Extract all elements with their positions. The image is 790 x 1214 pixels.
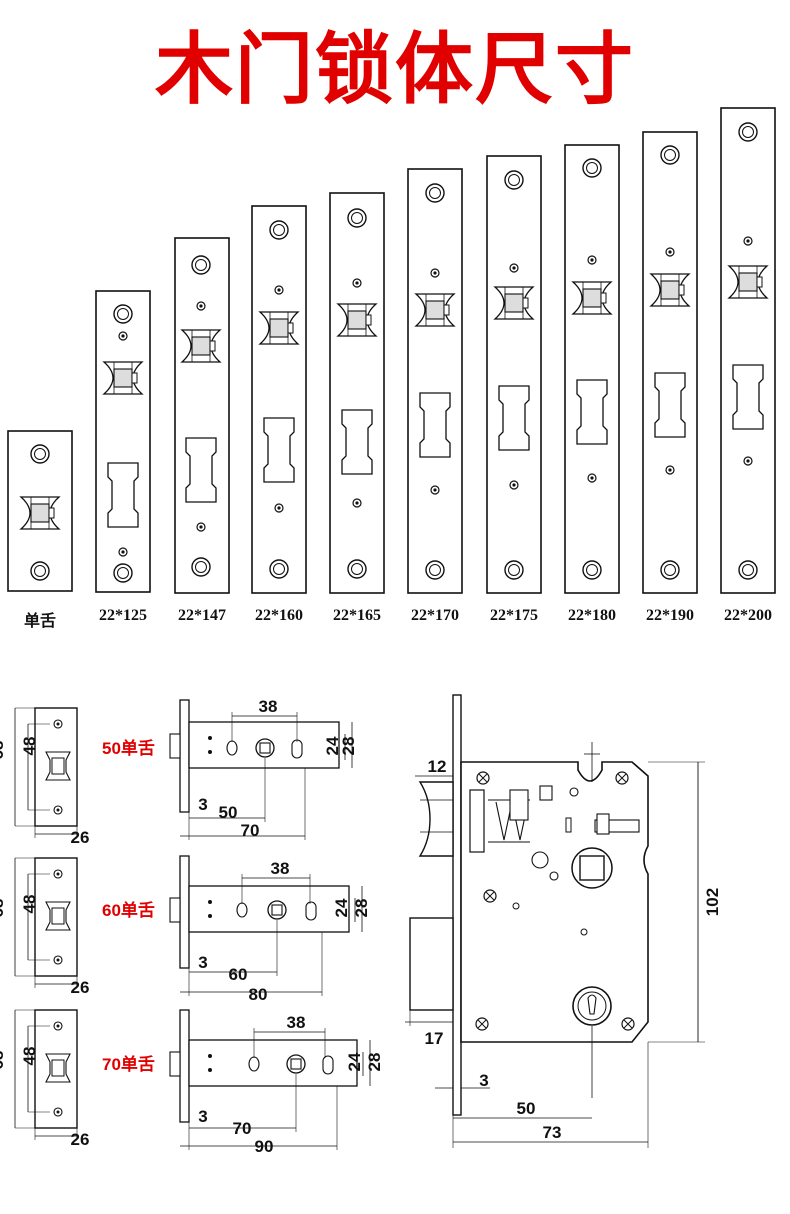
latch-name: 50单舌: [102, 738, 155, 758]
dim-backset: 50: [219, 803, 238, 822]
dim-length: 80: [249, 985, 268, 1004]
dim-38: 38: [259, 697, 278, 716]
faceplates-row: [7, 107, 776, 594]
dim-38: 38: [287, 1013, 306, 1032]
faceplate-22x125: [95, 290, 151, 593]
dim-length: 70: [241, 821, 260, 840]
dim-48: 48: [20, 1047, 39, 1066]
plate-label: 22*160: [255, 607, 303, 624]
latch-name: 60单舌: [102, 900, 155, 920]
latch-70-front: [14, 1009, 78, 1141]
dim-73: 73: [543, 1123, 562, 1142]
faceplate-22x165: [329, 192, 385, 594]
plate-label: 22*147: [178, 607, 226, 624]
dim-68: 68: [0, 741, 7, 760]
faceplate-22x190: [642, 131, 698, 594]
dim-50: 50: [517, 1099, 536, 1118]
lockbody-drawing: 12 102 17 3 50 73: [405, 694, 722, 1148]
dim-backset: 70: [233, 1119, 252, 1138]
lockbody-faceplate: [452, 694, 462, 1116]
dim-48: 48: [20, 737, 39, 756]
latch-50-front: [14, 707, 78, 839]
dim-24: 24: [345, 1052, 364, 1071]
dim-3: 3: [198, 1107, 207, 1126]
dim-3: 3: [198, 795, 207, 814]
plate-label: 22*165: [333, 607, 381, 624]
plate-label: 22*175: [490, 607, 538, 624]
dim-24: 24: [332, 898, 351, 917]
dim-68: 68: [0, 899, 7, 918]
dim-24: 24: [323, 736, 342, 755]
latch-60-side: [169, 855, 363, 996]
plate-label: 22*125: [99, 607, 147, 624]
cylinder-keyhole: [572, 986, 612, 1026]
latch-70-side: [169, 1009, 371, 1150]
faceplate-single-latch: [7, 430, 73, 592]
screw-icon: [476, 771, 490, 785]
dim-38: 38: [271, 859, 290, 878]
faceplate-22x147: [174, 237, 230, 594]
spindle-hub: [571, 847, 613, 889]
dim-12: 12: [428, 757, 447, 776]
plate-label: 22*170: [411, 607, 459, 624]
dim-backset: 60: [229, 965, 248, 984]
latch-tongue: [418, 781, 454, 857]
screw-icon: [475, 1017, 489, 1031]
faceplate-22x200: [720, 107, 776, 594]
plate-label: 22*190: [646, 607, 694, 624]
screw-icon: [615, 771, 629, 785]
latch-name: 70单舌: [102, 1054, 155, 1074]
dim-28: 28: [352, 899, 371, 918]
plate-label: 单舌: [23, 613, 56, 630]
screw-icon: [621, 1017, 635, 1031]
latch-drawings: 68 48 26 50单舌 38 24 28 3 50 70 68 48 26 …: [0, 697, 384, 1156]
faceplate-22x175: [486, 155, 542, 594]
dim-3: 3: [198, 953, 207, 972]
dim-length: 90: [255, 1137, 274, 1156]
dim-28: 28: [365, 1053, 384, 1072]
dim-26: 26: [71, 978, 90, 997]
latch-60-front: [14, 857, 78, 989]
dim-17: 17: [425, 1029, 444, 1048]
dim-28: 28: [339, 737, 358, 756]
faceplate-22x180: [564, 144, 620, 594]
faceplate-22x170: [407, 168, 463, 594]
page-title: 木门锁体尺寸: [154, 25, 635, 115]
dim-102: 102: [703, 888, 722, 916]
dim-3: 3: [479, 1071, 488, 1090]
dim-48: 48: [20, 895, 39, 914]
plate-label: 22*180: [568, 607, 616, 624]
dim-26: 26: [71, 1130, 90, 1149]
deadbolt: [409, 917, 454, 1011]
dim-26: 26: [71, 828, 90, 847]
faceplate-22x160: [251, 205, 307, 594]
latch-50-side: [169, 699, 353, 840]
plate-label: 22*200: [724, 607, 772, 624]
screw-icon: [483, 889, 497, 903]
dim-68: 68: [0, 1051, 7, 1070]
